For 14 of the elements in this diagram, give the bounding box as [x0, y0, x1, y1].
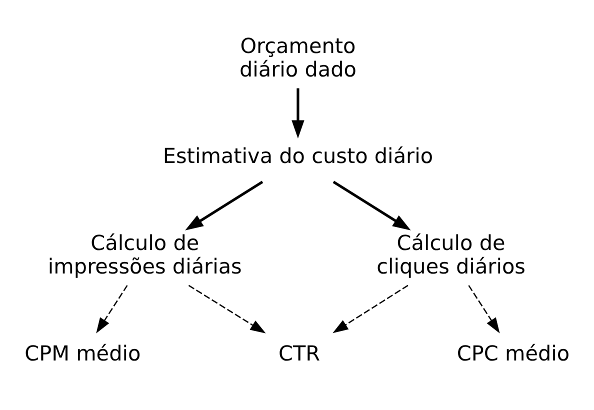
- arrow: [468, 285, 500, 334]
- node-text: Estimativa do custo diário: [162, 144, 434, 168]
- node-text: CPC médio: [456, 341, 570, 366]
- arrow: [332, 284, 408, 334]
- node-text: Orçamento diário dado: [239, 34, 356, 82]
- node-text: Cálculo de cliques diários: [376, 231, 526, 278]
- arrow: [332, 180, 411, 230]
- arrow: [96, 285, 128, 334]
- node-text: CTR: [278, 341, 320, 366]
- arrow: [292, 88, 304, 138]
- node-text: CPM médio: [24, 341, 141, 366]
- node-text: Cálculo de impressões diárias: [48, 231, 242, 278]
- arrow: [185, 180, 264, 230]
- arrow: [188, 284, 266, 334]
